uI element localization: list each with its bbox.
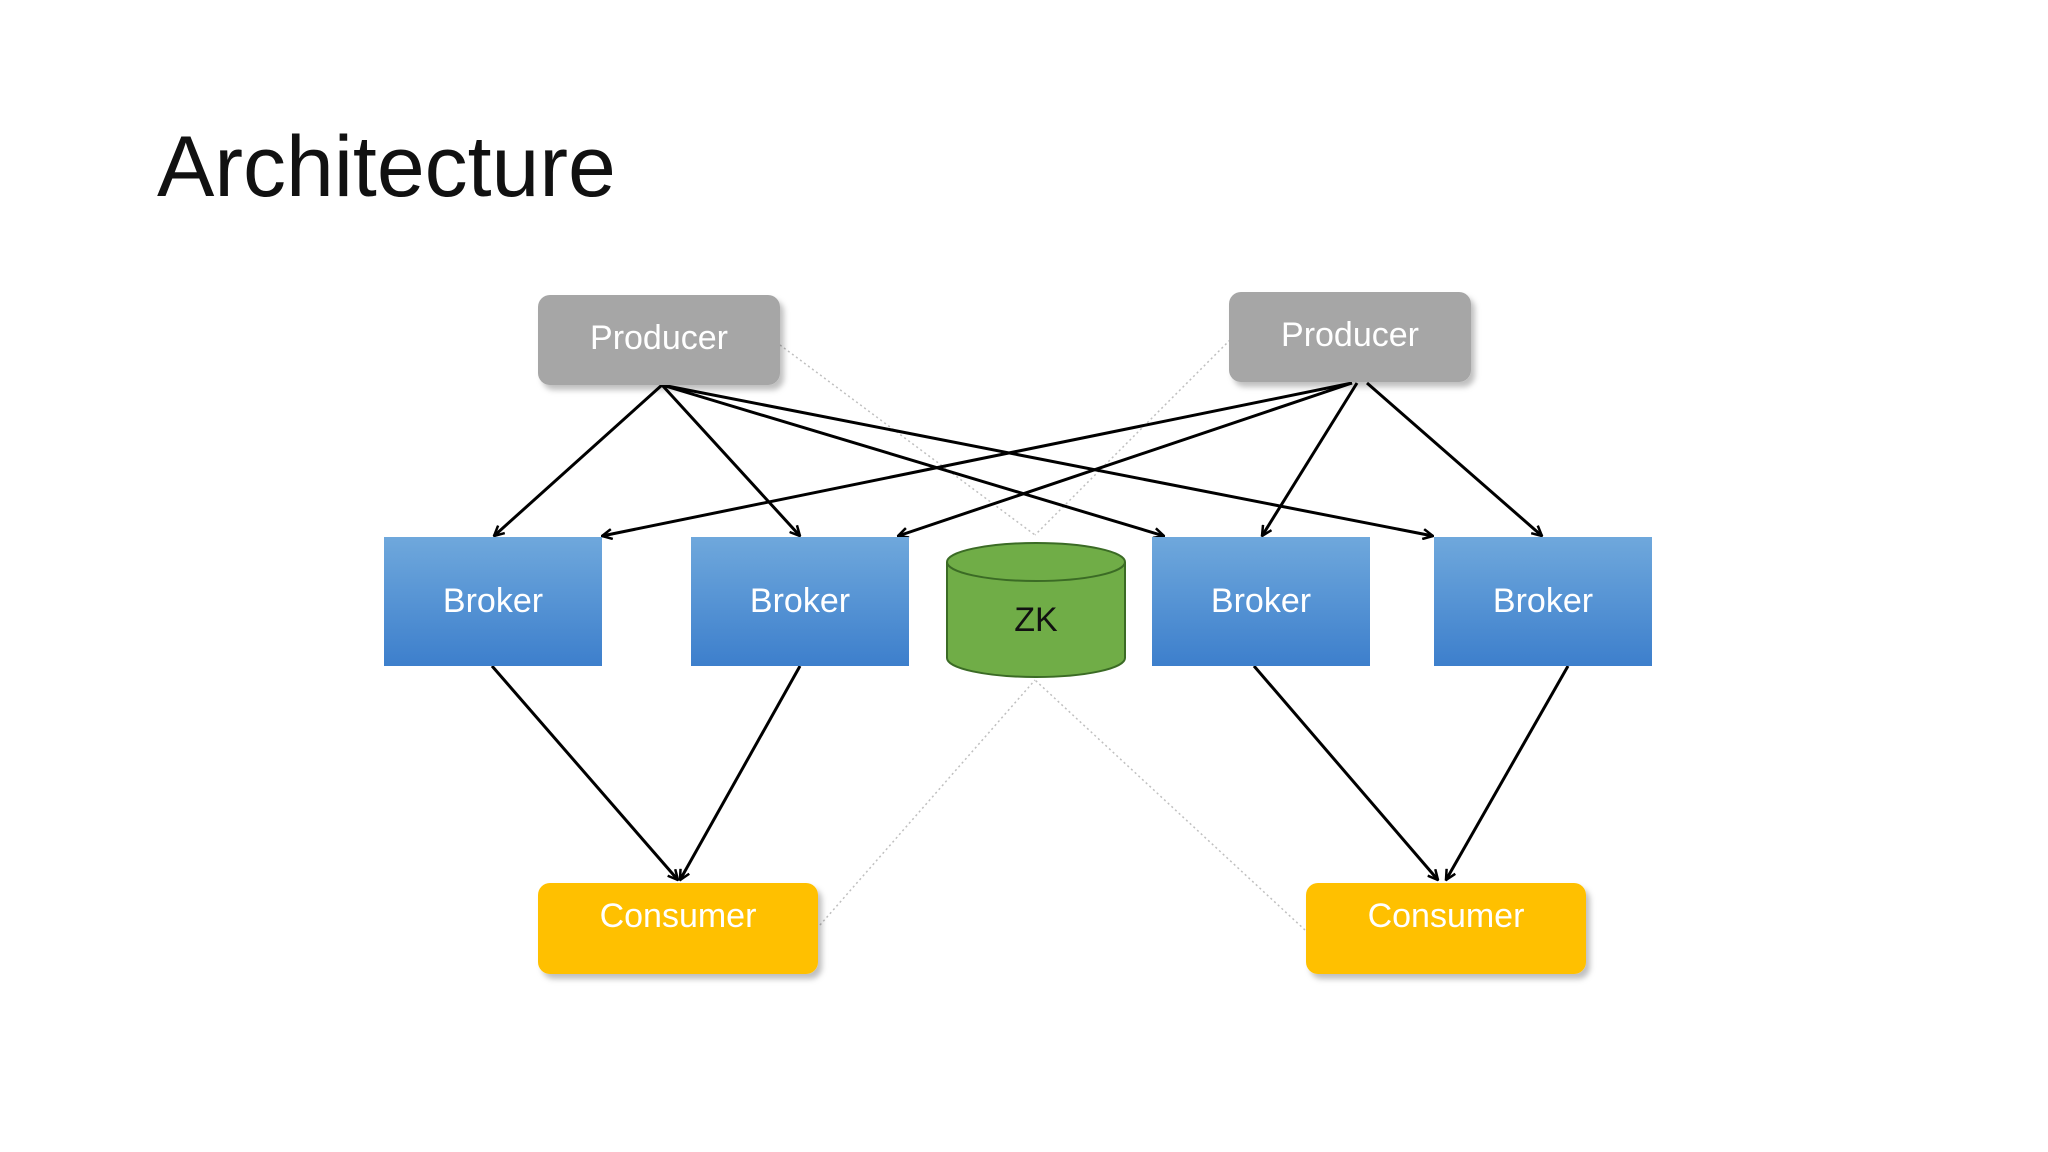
message-arrows — [490, 381, 1570, 880]
zk-link-consumer-1 — [819, 679, 1036, 926]
arrow-broker-3-consumer-2 — [1252, 665, 1438, 880]
consumer-1-label: Consumer — [600, 897, 757, 935]
arrow-producer-2-broker-3 — [1262, 382, 1359, 536]
zookeeper-label: ZK — [1014, 601, 1058, 639]
consumer-2-label: Consumer — [1368, 897, 1525, 935]
broker-node-4: Broker — [1434, 537, 1652, 666]
arrow-broker-4-consumer-2 — [1446, 665, 1570, 880]
arrow-producer-2-broker-4 — [1366, 381, 1542, 536]
arrow-broker-1-consumer-1 — [490, 665, 678, 880]
arrow-producer-1-broker-2 — [660, 383, 800, 536]
zookeeper-node: ZK — [946, 542, 1126, 678]
zk-link-consumer-2 — [1034, 679, 1306, 931]
producer-1-label: Producer — [590, 319, 728, 357]
arrow-broker-2-consumer-1 — [680, 665, 802, 880]
consumer-node-1: Consumer — [538, 883, 818, 974]
arrow-producer-1-broker-1 — [494, 383, 664, 536]
broker-3-label: Broker — [1211, 582, 1311, 620]
arrow-producer-2-broker-2 — [898, 381, 1353, 536]
broker-4-label: Broker — [1493, 582, 1593, 620]
zk-link-producer-1 — [779, 344, 1036, 536]
broker-node-3: Broker — [1152, 537, 1370, 666]
arrow-producer-1-broker-3 — [661, 383, 1164, 536]
broker-1-label: Broker — [443, 582, 543, 620]
producer-2-label: Producer — [1281, 316, 1419, 354]
broker-node-1: Broker — [384, 537, 602, 666]
zk-link-producer-2 — [1034, 339, 1231, 536]
slide-title: Architecture — [157, 119, 616, 215]
arrow-producer-2-broker-1 — [602, 381, 1353, 536]
producer-node-1: Producer — [538, 295, 780, 385]
producer-node-2: Producer — [1229, 292, 1471, 382]
consumer-node-2: Consumer — [1306, 883, 1586, 974]
arrow-producer-1-broker-4 — [661, 383, 1433, 536]
broker-2-label: Broker — [750, 582, 850, 620]
broker-node-2: Broker — [691, 537, 909, 666]
